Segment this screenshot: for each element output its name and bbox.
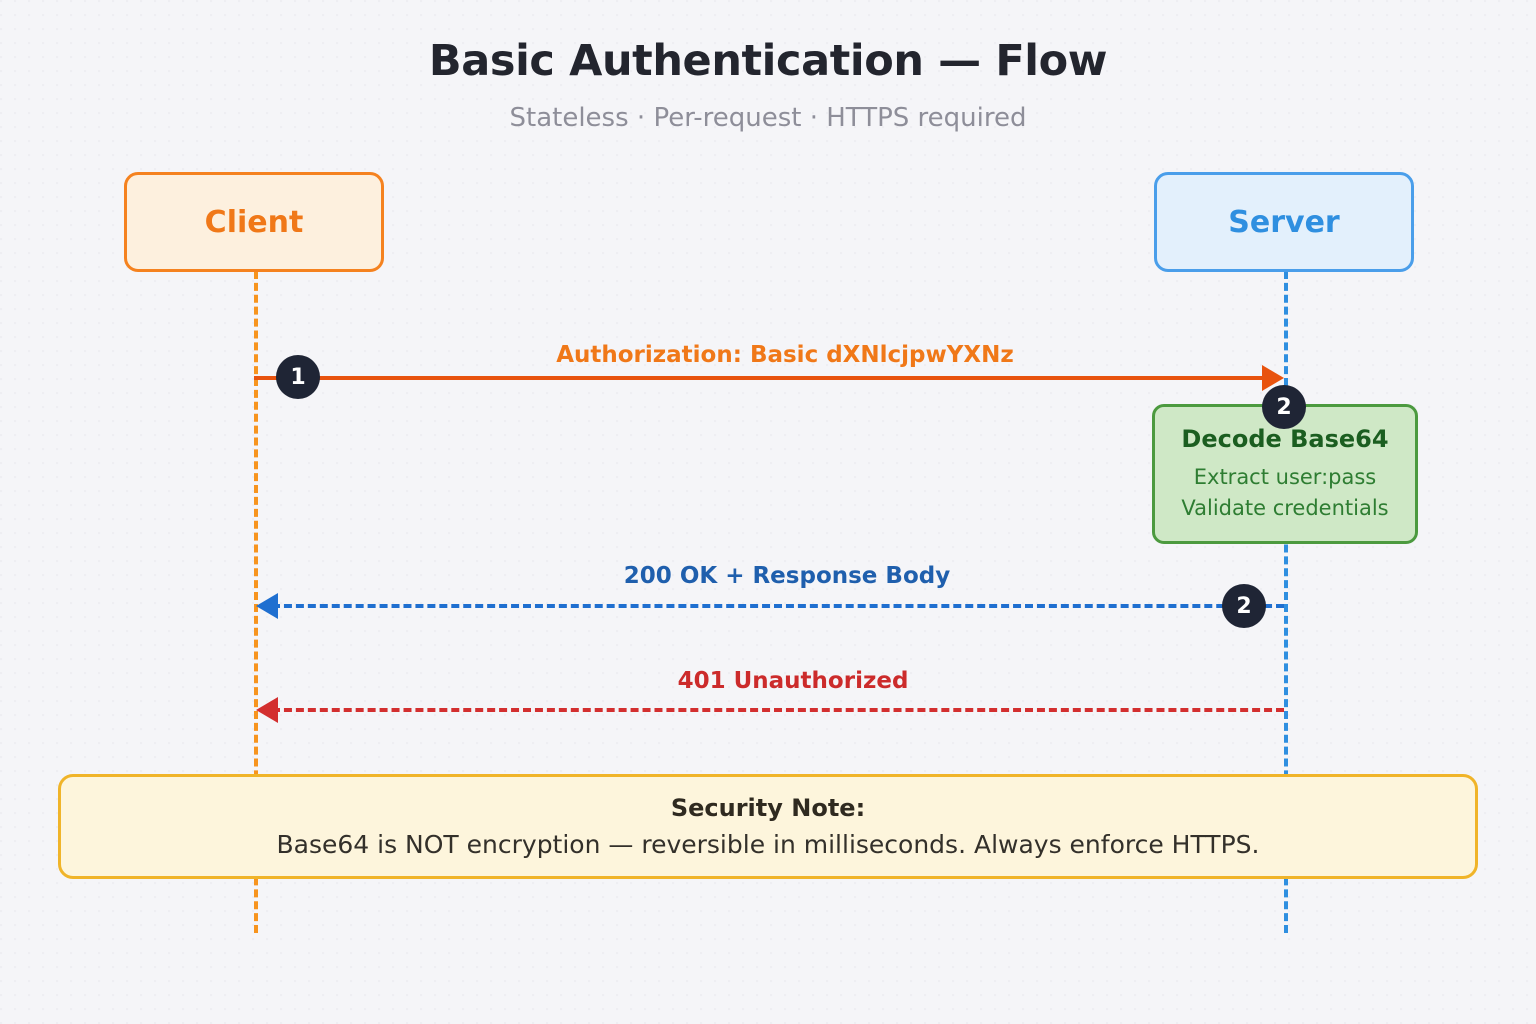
- message-label-auth-request: Authorization: Basic dXNlcjpwYXNz: [556, 342, 1014, 368]
- process-note-title: Decode Base64: [1181, 425, 1389, 454]
- arrowhead-left-icon: [256, 593, 278, 619]
- step-badge-1: 1: [276, 355, 320, 399]
- message-line-ok-response: [272, 604, 1284, 608]
- security-note-title: Security Note:: [670, 794, 866, 822]
- process-note-line-1: Extract user:pass: [1193, 465, 1377, 490]
- step-badge-2-process-label: 2: [1276, 394, 1292, 420]
- participant-client[interactable]: Client: [124, 172, 384, 272]
- page-subtitle: Stateless · Per-request · HTTPS required: [509, 103, 1027, 133]
- participant-server-label: Server: [1228, 204, 1340, 240]
- page-title: Basic Authentication — Flow: [428, 36, 1108, 86]
- step-badge-1-label: 1: [290, 364, 306, 390]
- message-line-unauthorized-response: [272, 708, 1284, 712]
- message-line-auth-request: [254, 376, 1266, 380]
- security-note: Security Note: Base64 is NOT encryption …: [58, 774, 1478, 879]
- step-badge-2-response-label: 2: [1236, 593, 1252, 619]
- step-badge-2-response: 2: [1222, 584, 1266, 628]
- message-label-ok-response: 200 OK + Response Body: [623, 563, 951, 589]
- security-note-body: Base64 is NOT encryption — reversible in…: [276, 830, 1260, 859]
- participant-client-label: Client: [204, 204, 304, 240]
- arrowhead-right-icon: [1262, 365, 1284, 391]
- arrowhead-left-icon: [256, 697, 278, 723]
- process-note-line-2: Validate credentials: [1181, 495, 1389, 520]
- participant-server[interactable]: Server: [1154, 172, 1414, 272]
- message-label-unauthorized-response: 401 Unauthorized: [677, 668, 909, 694]
- step-badge-2-process: 2: [1262, 385, 1306, 429]
- lifeline-server: [1284, 271, 1288, 933]
